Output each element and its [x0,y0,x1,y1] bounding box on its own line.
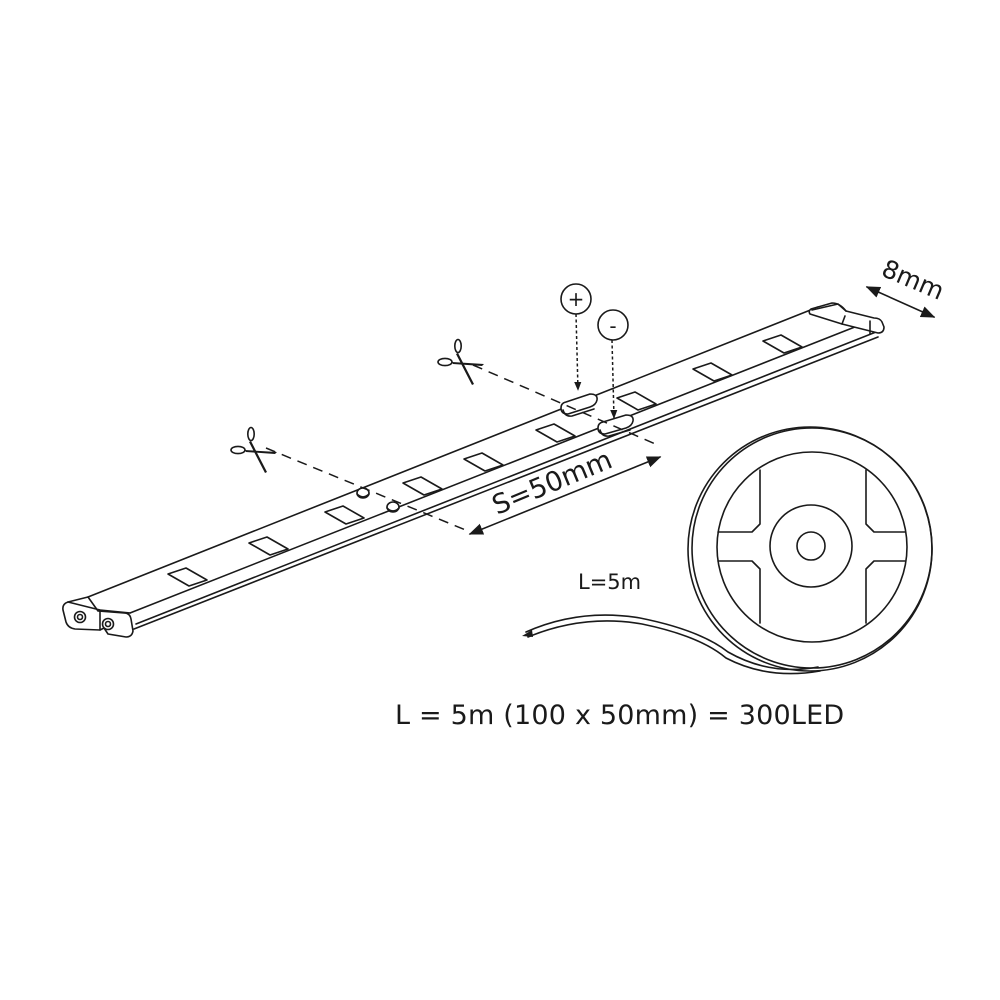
scissors-icon [437,338,484,385]
connector-left [62,596,134,638]
led-chip [692,362,733,382]
minus-label: - [609,314,616,338]
cut-line-1 [265,447,469,532]
solder-pads-2 [560,393,634,437]
led-chip [248,536,289,556]
led-chips [167,334,803,587]
width-dimension: 8mm [865,254,949,318]
led-chip [402,476,443,496]
reel-length-label: L=5m [578,570,641,594]
plus-label: + [568,287,585,311]
scissors-icon [230,426,277,473]
led-strip [62,302,885,638]
led-chip [167,567,208,587]
minus-terminal-icon: - [597,309,629,419]
solder-pads-1 [356,487,400,513]
formula-text: L = 5m (100 x 50mm) = 300LED [395,700,845,731]
led-chip [762,334,803,354]
connector-right [808,302,885,335]
plus-terminal-icon: + [560,283,592,391]
pin-hole-icon [101,617,115,631]
led-chip [535,423,576,443]
segment-dimension: S=50mm [468,444,662,535]
led-chip [616,391,657,411]
width-label: 8mm [878,254,949,306]
led-chip [324,505,365,525]
reel-icon [522,426,933,675]
pin-hole-icon [73,610,87,624]
